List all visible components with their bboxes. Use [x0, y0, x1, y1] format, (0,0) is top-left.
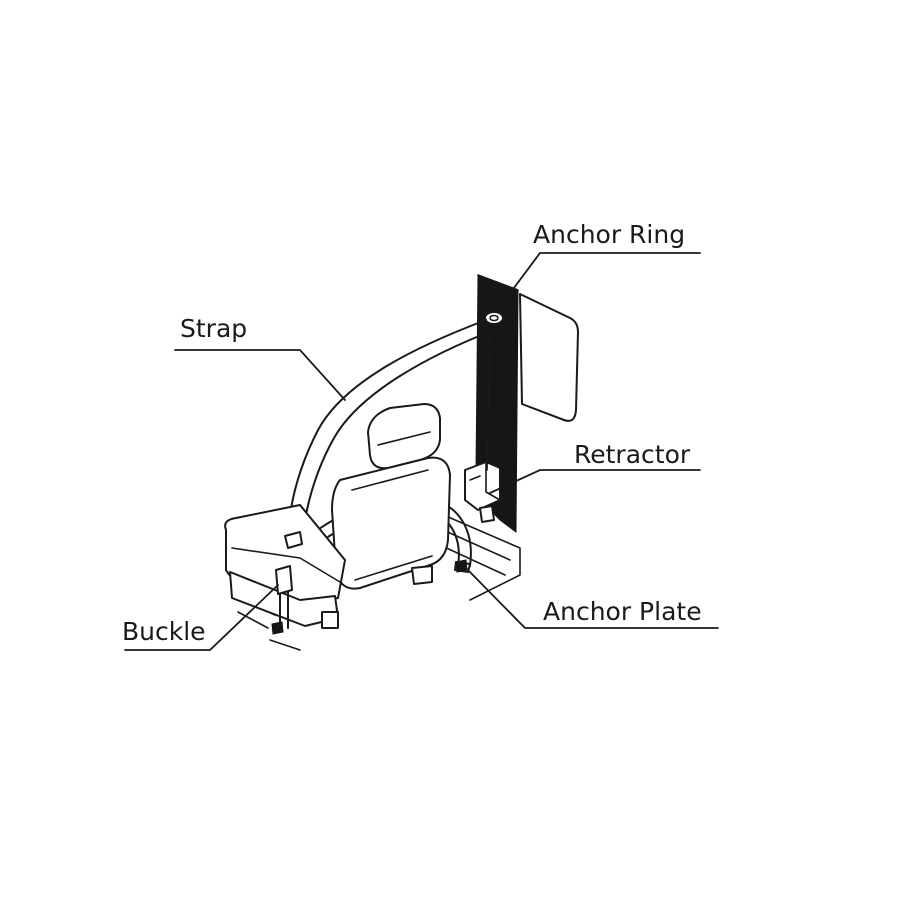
buckle	[271, 531, 303, 635]
strap	[287, 319, 495, 541]
label-buckle: Buckle	[122, 617, 206, 646]
leader-retractor	[489, 469, 701, 494]
label-anchor-ring: Anchor Ring	[533, 220, 685, 249]
leader-buckle	[124, 584, 279, 651]
label-strap: Strap	[180, 314, 247, 343]
leader-anchor-ring	[495, 252, 701, 313]
window-pane	[519, 293, 579, 422]
label-anchor-plate: Anchor Plate	[543, 597, 702, 626]
label-retractor: Retractor	[574, 440, 691, 469]
car-seat	[224, 403, 451, 629]
leader-anchor-plate	[465, 567, 719, 629]
leader-strap	[174, 349, 346, 401]
anchor-plate	[455, 559, 468, 573]
anchor-ring	[484, 311, 504, 325]
retractor-housing	[464, 329, 501, 523]
leader-lines	[124, 252, 719, 651]
